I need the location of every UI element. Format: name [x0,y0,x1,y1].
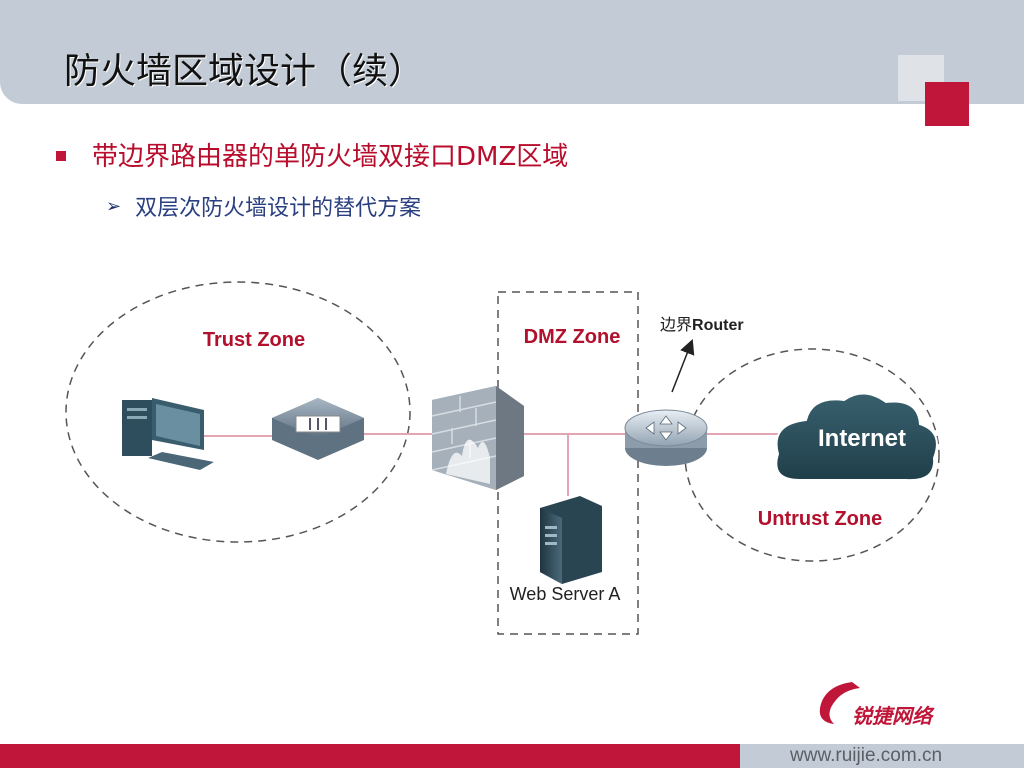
cloud-icon [775,392,938,482]
computer-icon [122,398,214,470]
logo-text: 锐捷网络 [852,704,932,728]
bullet-sub-text: 双层次防火墙设计的替代方案 [135,196,422,221]
switch-icon [272,398,364,460]
slide-title: 防火墙区域设计（续） [64,51,425,92]
bullet-sub: ➢ 双层次防火墙设计的替代方案 [106,190,421,222]
footer-right-panel [740,744,1024,768]
slide-header [0,0,1024,104]
dmz-zone-label: DMZ Zone [524,326,621,348]
router-icon [624,409,708,466]
square-bullet-icon [56,150,66,161]
dmz-zone-boundary [497,291,639,635]
network-links [200,433,782,496]
server-icon [540,496,602,584]
internet-label: Internet [818,425,906,452]
router-label-name: Router [692,317,744,334]
ruijie-logo-icon [819,682,860,724]
router-callout-arrow [671,339,695,393]
footer-url: www.ruijie.com.cn [790,745,943,766]
bullet-main: 带边界路由器的单防火墙双接口DMZ区域 [56,136,568,173]
trust-zone-boundary [65,281,411,543]
footer-bar [0,744,740,768]
untrust-zone-label: Untrust Zone [758,508,882,530]
router-label: 边界Router [660,315,744,334]
web-server-label: Web Server A [510,584,621,604]
bullet-main-text: 带边界路由器的单防火墙双接口DMZ区域 [92,142,569,172]
decor-square-red [925,82,969,126]
firewall-icon [431,386,524,490]
trust-zone-label: Trust Zone [203,329,305,351]
arrow-bullet-icon: ➢ [106,195,122,217]
router-label-prefix: 边界 [660,315,692,334]
